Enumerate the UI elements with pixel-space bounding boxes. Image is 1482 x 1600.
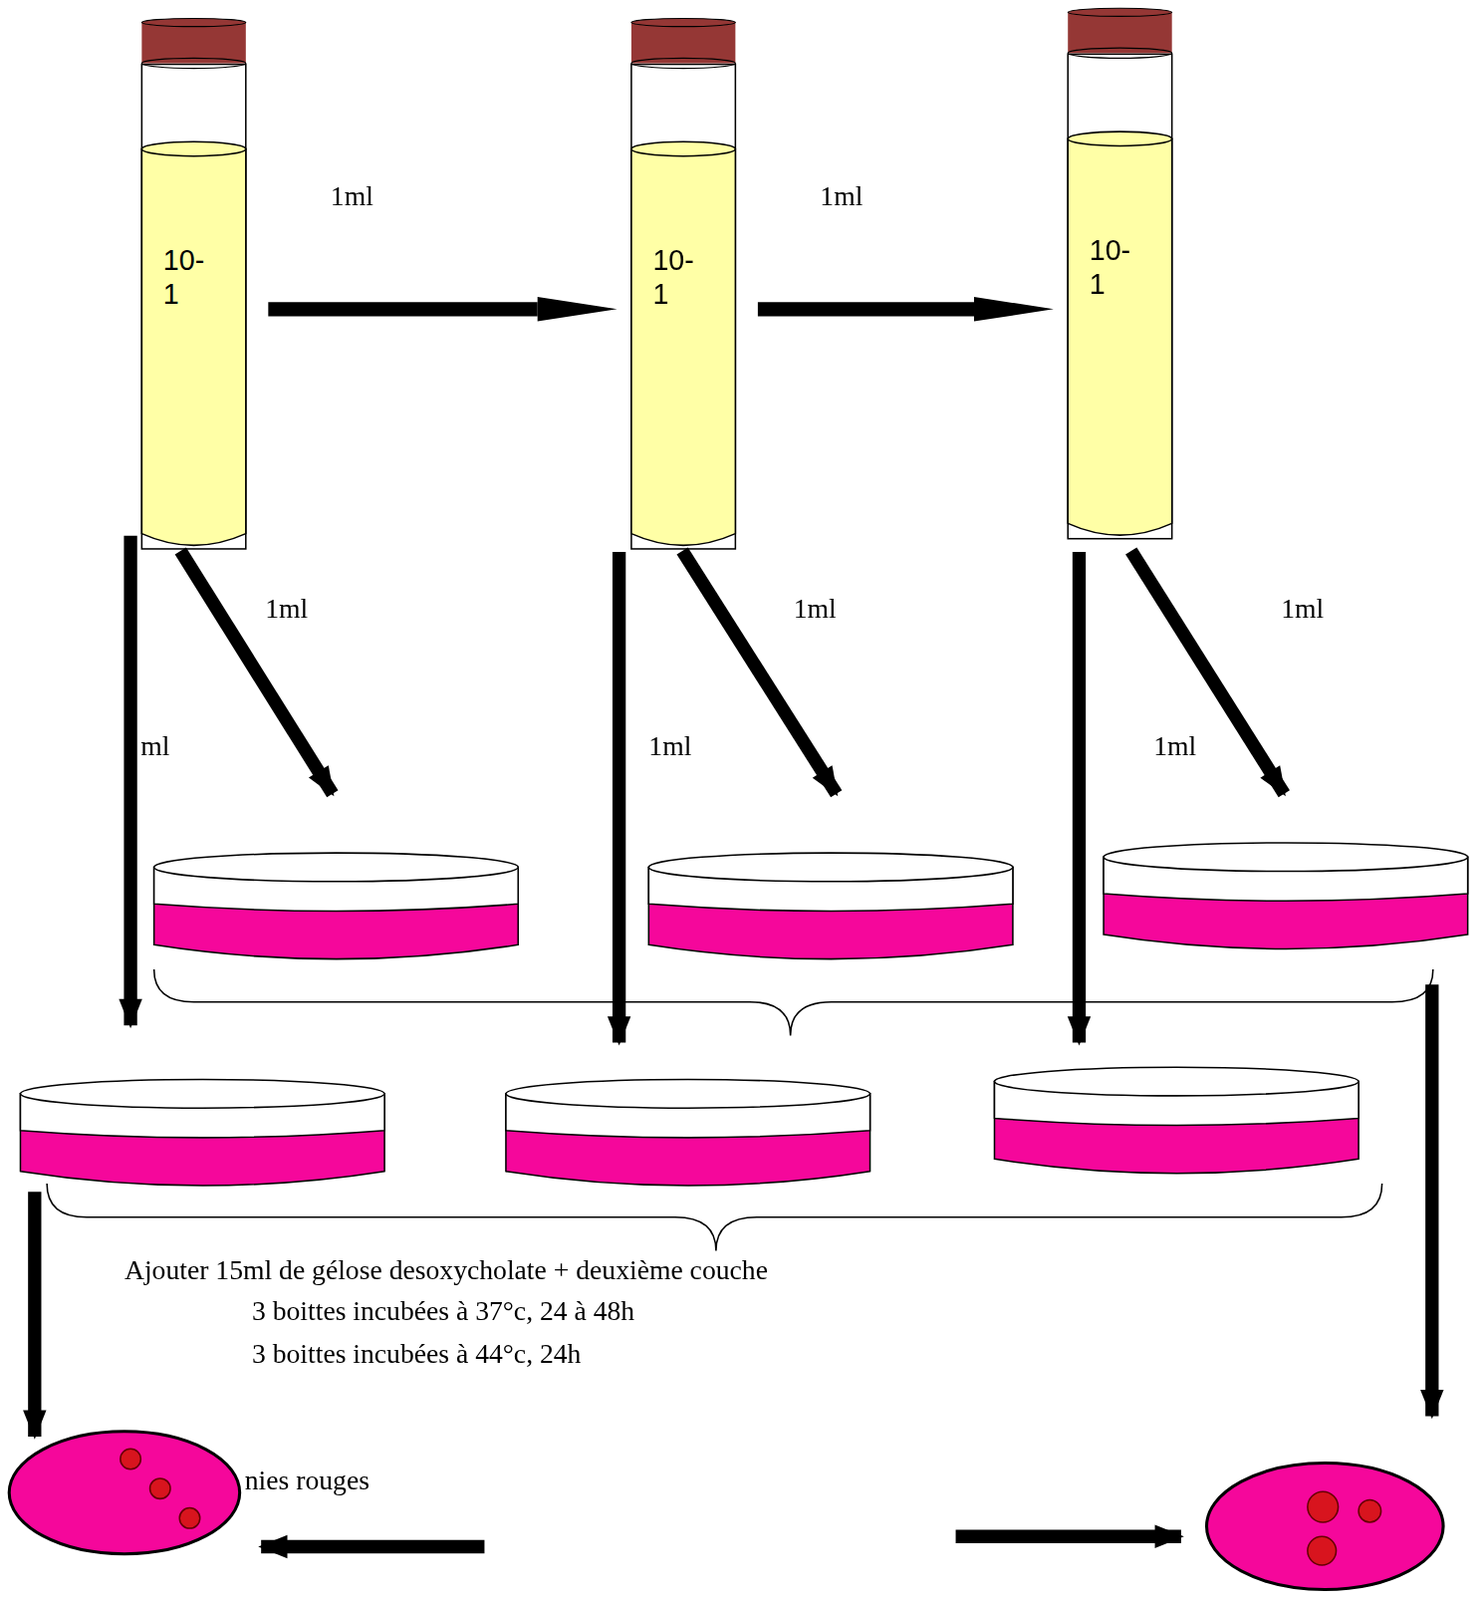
dilution-label: 10-1 — [163, 244, 213, 312]
transfer-arrow — [267, 296, 617, 322]
note-text: 3 boittes incubées à 44°c, 24h — [251, 1338, 582, 1370]
note-text: Ajouter 15ml de gélose desoxycholate + d… — [124, 1254, 768, 1286]
note-text: nies rouges — [245, 1465, 370, 1496]
note-text: 3 boittes incubées à 37°c, 24 à 48h — [251, 1295, 635, 1327]
dilution-label: 10-1 — [652, 244, 702, 312]
tube: 10-1 — [631, 149, 736, 531]
tube: 10-1 — [141, 149, 246, 531]
edge-label: 1ml — [819, 180, 863, 212]
volume-label: 1ml — [1153, 730, 1197, 761]
edge-label: 1ml — [330, 180, 374, 212]
dilution-label: 10-1 — [1089, 234, 1139, 302]
volume-label: 1ml — [648, 730, 692, 761]
volume-label: 1ml — [793, 592, 837, 624]
volume-label: ml — [140, 730, 170, 761]
volume-label: 1ml — [264, 592, 308, 624]
tube: 10-1 — [1067, 138, 1172, 520]
volume-label: 1ml — [1280, 592, 1324, 624]
transfer-arrow — [757, 296, 1054, 322]
